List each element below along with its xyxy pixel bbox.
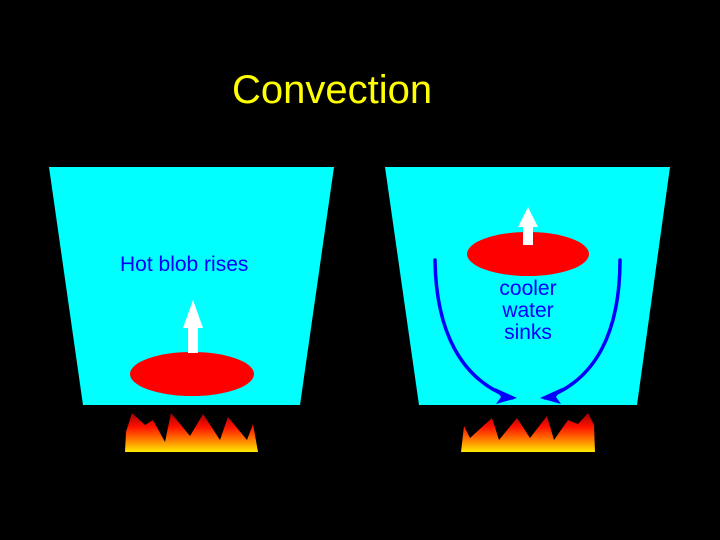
label-line: water <box>502 299 554 322</box>
sinking-flow-arrows-icon <box>433 258 622 400</box>
left-water <box>49 167 334 405</box>
hot-blob-rises-label: Hot blob rises <box>120 253 249 276</box>
left-up-arrow-icon <box>183 300 203 353</box>
left-pot <box>49 167 334 405</box>
right-pot <box>385 167 670 405</box>
label-line: cooler <box>499 277 557 300</box>
cooler-water-sinks-label: cooler water sinks <box>488 278 568 344</box>
left-flame-icon <box>125 413 258 452</box>
right-flame-icon <box>461 413 595 452</box>
right-hot-blob <box>467 232 589 276</box>
right-water <box>385 167 670 405</box>
label-line: sinks <box>504 321 552 344</box>
diagram-title: Convection <box>232 68 433 112</box>
right-up-arrow-icon <box>518 207 538 245</box>
left-hot-blob <box>130 352 254 396</box>
